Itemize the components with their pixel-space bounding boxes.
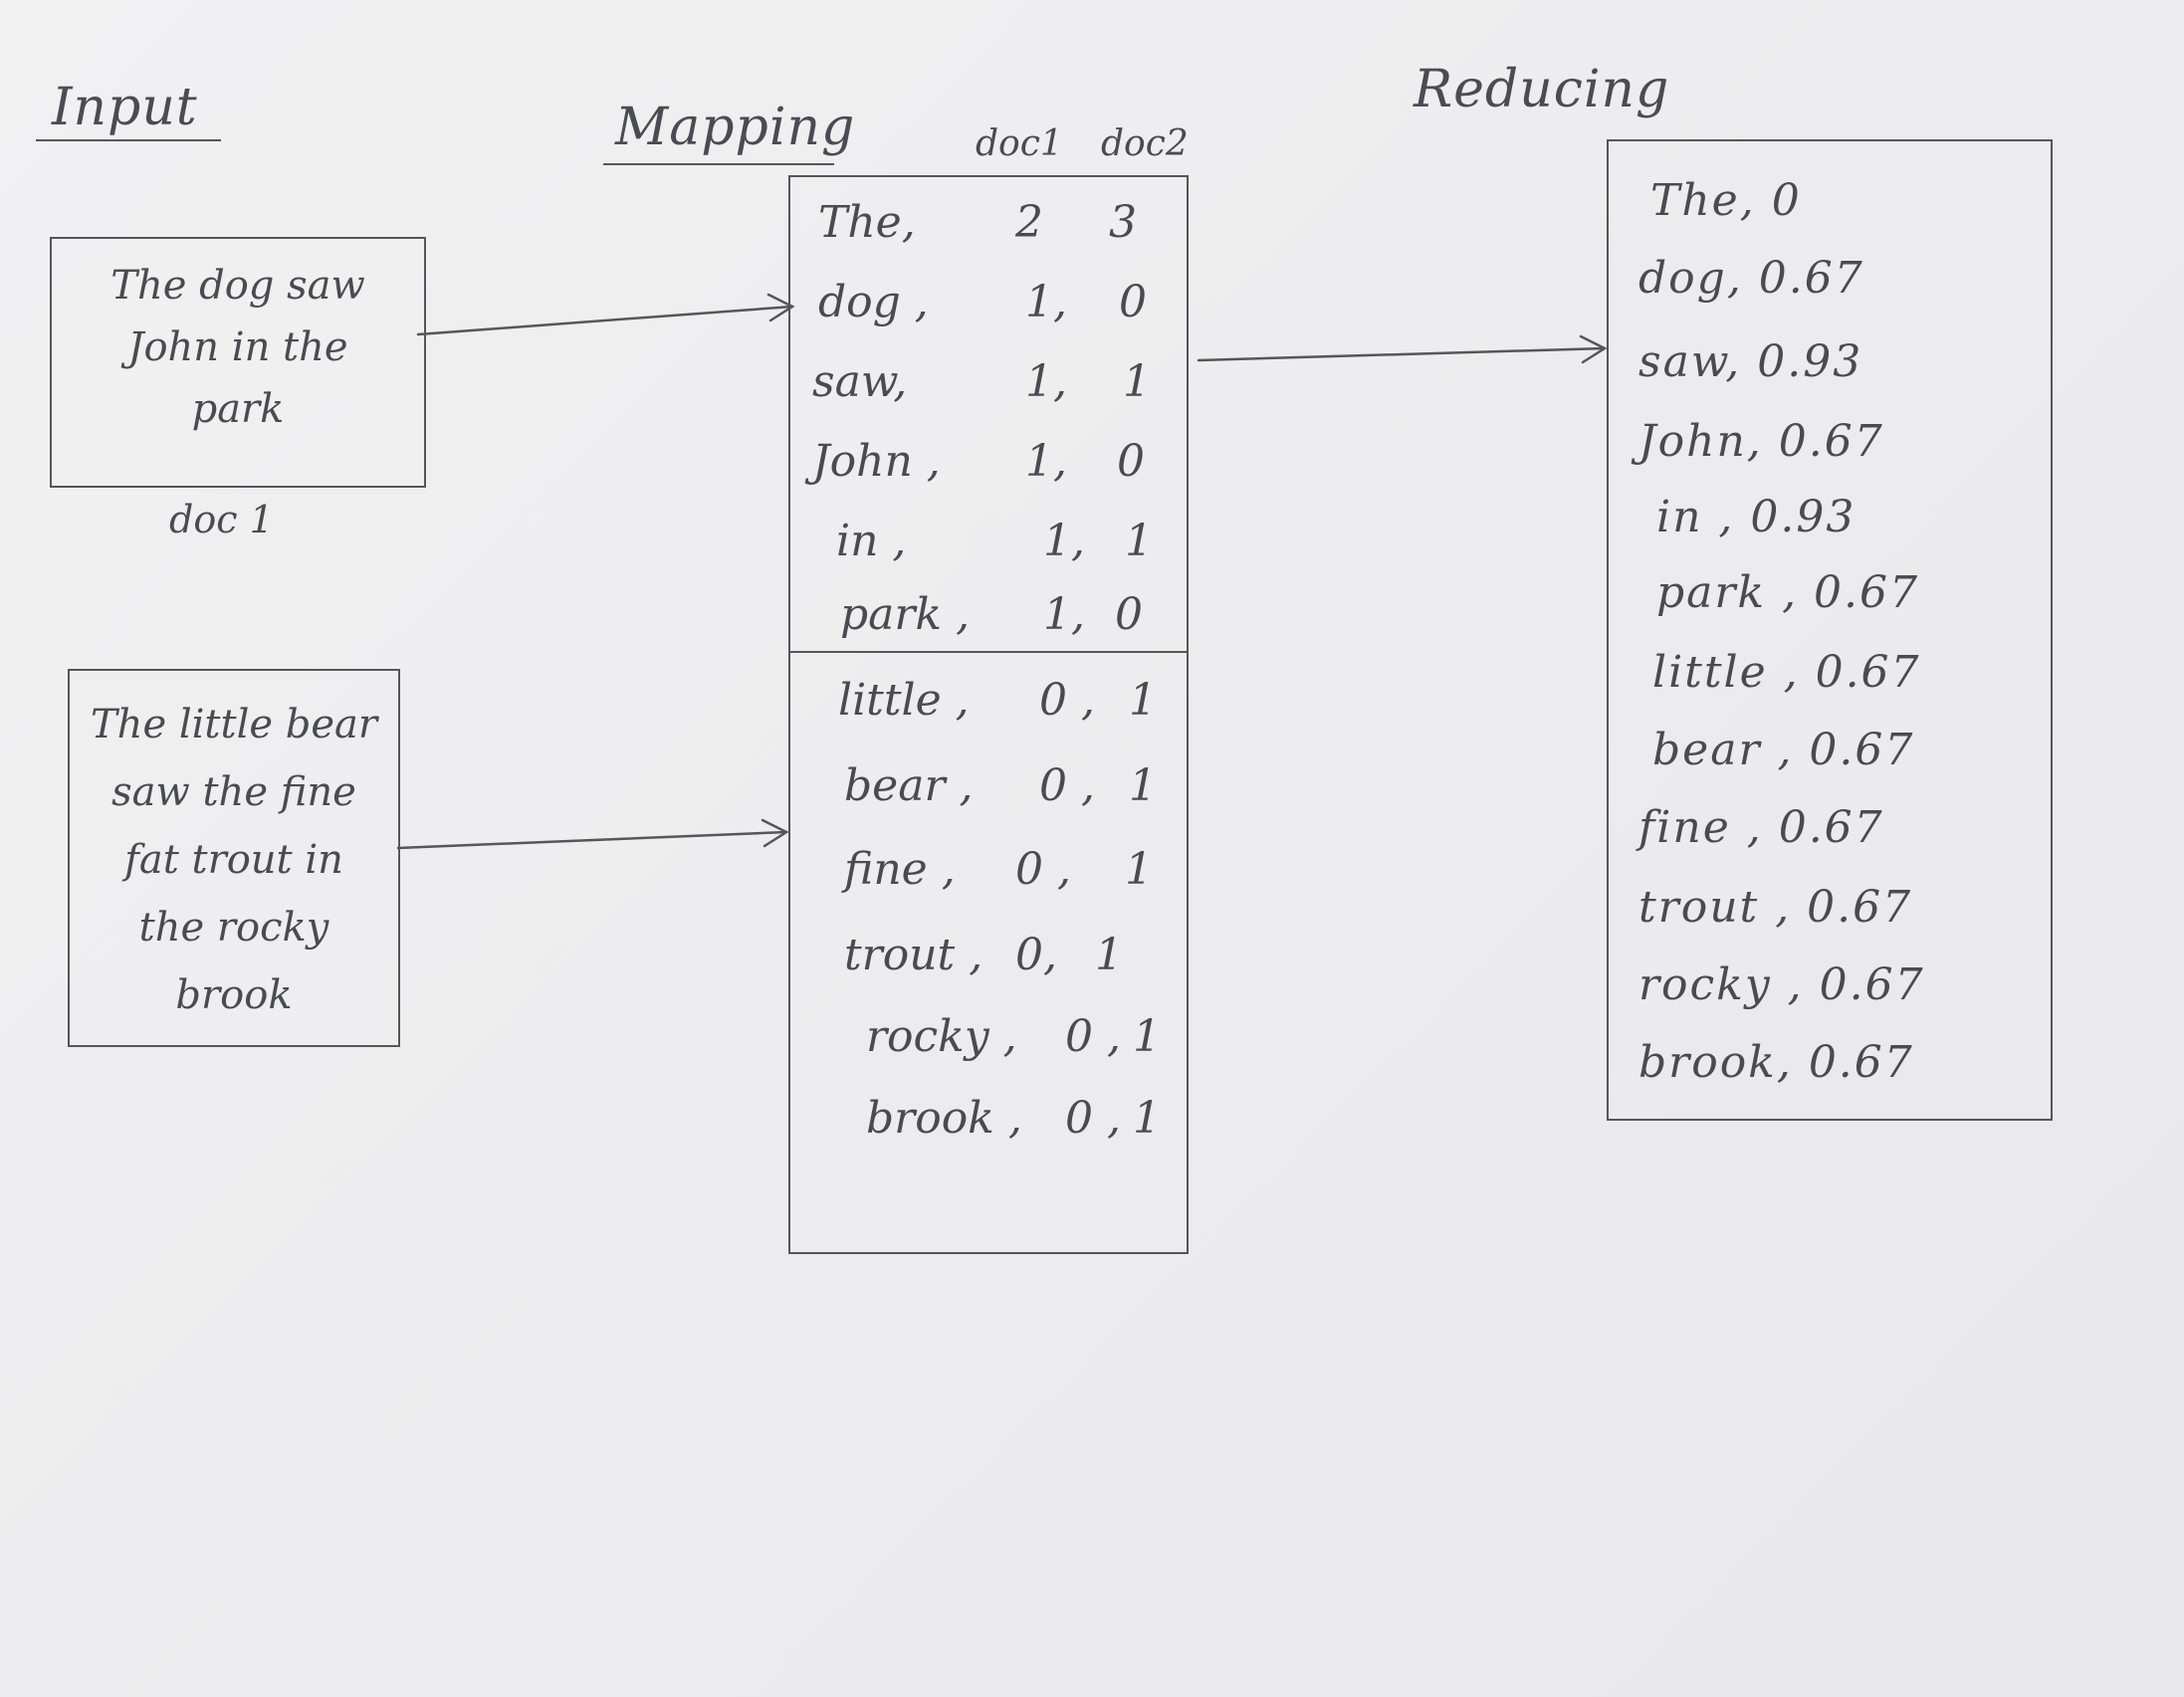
mapping-count-doc1: 1, bbox=[1043, 516, 1085, 566]
mapping-divider bbox=[790, 651, 1187, 653]
arrow-doc2-to-mapping-head bbox=[761, 818, 789, 848]
mapping-row: saw, 1, 1 bbox=[790, 356, 1187, 436]
heading-mapping-underline bbox=[603, 163, 834, 165]
mapping-row: The, 2 3 bbox=[790, 197, 1187, 277]
reducing-row: John, 0.67 bbox=[1638, 416, 1884, 467]
mapping-count-doc2: 1 bbox=[1125, 516, 1153, 566]
mapping-word: bear , bbox=[844, 760, 974, 811]
arrow-doc2-to-mapping bbox=[396, 830, 788, 850]
mapping-count-doc2: 0 bbox=[1117, 436, 1145, 487]
reducing-row: trout , 0.67 bbox=[1638, 882, 1913, 933]
arrow-doc1-to-mapping bbox=[416, 305, 794, 336]
reducing-row: fine , 0.67 bbox=[1638, 802, 1884, 853]
mapping-count-doc1: 1, bbox=[1025, 436, 1067, 487]
mapping-word: in , bbox=[836, 516, 907, 566]
document-1-line: park bbox=[191, 386, 285, 432]
reducing-row: saw, 0.93 bbox=[1638, 336, 1863, 387]
mapping-count-doc1: 1, bbox=[1025, 277, 1067, 327]
document-box-2: The little bear saw the fine fat trout i… bbox=[68, 669, 400, 1047]
mapping-count-doc1: 0 , bbox=[1065, 1011, 1121, 1062]
document-1-line: John in the bbox=[127, 324, 348, 370]
arrow-mapping-to-reducing-head bbox=[1579, 334, 1608, 364]
reducing-row: park , 0.67 bbox=[1656, 567, 1920, 618]
mapping-count-doc1: 0 , bbox=[1039, 675, 1095, 726]
mapping-count-doc2: 1 bbox=[1095, 930, 1123, 980]
mapping-count-doc1: 0 , bbox=[1015, 844, 1071, 895]
heading-input-underline bbox=[36, 139, 221, 141]
mapping-box: The, 2 3 dog , 1, 0 saw, 1, 1 John , 1, … bbox=[788, 175, 1189, 1254]
document-2-line: saw the fine bbox=[111, 769, 356, 815]
mapping-count-doc2: 1 bbox=[1133, 1093, 1161, 1144]
mapping-word: trout , bbox=[844, 930, 983, 980]
document-1-line: The dog saw bbox=[110, 263, 365, 309]
mapping-count-doc1: 2 bbox=[1015, 197, 1043, 248]
document-2-line: the rocky bbox=[138, 905, 329, 951]
mapping-count-doc2: 1 bbox=[1133, 1011, 1161, 1062]
mapping-count-doc2: 1 bbox=[1123, 356, 1151, 407]
heading-reducing: Reducing bbox=[1414, 60, 1670, 119]
mapping-row: bear , 0 , 1 bbox=[790, 760, 1187, 840]
mapping-count-doc1: 0 , bbox=[1039, 760, 1095, 811]
mapping-word: rocky , bbox=[866, 1011, 1017, 1062]
reducing-row: brook, 0.67 bbox=[1638, 1037, 1914, 1088]
mapping-row: rocky , 0 , 1 bbox=[790, 1011, 1187, 1091]
document-2-line: The little bear bbox=[91, 702, 377, 747]
mapping-count-doc2: 1 bbox=[1125, 844, 1153, 895]
document-2-line: brook bbox=[175, 972, 293, 1018]
mapping-count-doc2: 0 bbox=[1115, 589, 1143, 640]
mapping-header-doc2: doc2 bbox=[1101, 123, 1189, 164]
mapping-word: John , bbox=[812, 436, 941, 487]
heading-mapping: Mapping bbox=[615, 98, 856, 157]
mapping-word: dog , bbox=[818, 277, 929, 327]
mapping-row: brook , 0 , 1 bbox=[790, 1093, 1187, 1172]
document-2-line: fat trout in bbox=[124, 837, 343, 883]
reducing-box: The, 0 dog, 0.67 saw, 0.93 John, 0.67 in… bbox=[1607, 139, 2053, 1121]
mapping-header-doc1: doc1 bbox=[976, 123, 1063, 164]
mapping-count-doc2: 0 bbox=[1119, 277, 1147, 327]
mapping-row: dog , 1, 0 bbox=[790, 277, 1187, 356]
mapping-count-doc1: 0, bbox=[1015, 930, 1057, 980]
mapping-word: little , bbox=[838, 675, 970, 726]
mapping-row: trout , 0, 1 bbox=[790, 930, 1187, 1009]
mapping-row: in , 1, 1 bbox=[790, 516, 1187, 595]
heading-input: Input bbox=[52, 78, 198, 137]
reducing-row: The, 0 bbox=[1650, 175, 1802, 226]
mapping-count-doc2: 1 bbox=[1129, 760, 1157, 811]
mapping-row: fine , 0 , 1 bbox=[790, 844, 1187, 924]
mapping-count-doc1: 1, bbox=[1025, 356, 1067, 407]
reducing-row: little , 0.67 bbox=[1652, 647, 1921, 698]
mapping-word: brook , bbox=[866, 1093, 1022, 1144]
mapping-row: park , 1, 0 bbox=[790, 589, 1187, 669]
document-1-text: The dog saw John in the park bbox=[52, 255, 424, 440]
arrow-mapping-to-reducing bbox=[1197, 346, 1607, 362]
mapping-word: The, bbox=[818, 197, 916, 248]
mapping-word: saw, bbox=[812, 356, 908, 407]
mapping-row: little , 0 , 1 bbox=[790, 675, 1187, 754]
mapping-row: John , 1, 0 bbox=[790, 436, 1187, 516]
document-2-text: The little bear saw the fine fat trout i… bbox=[70, 691, 398, 1029]
mapping-count-doc2: 1 bbox=[1129, 675, 1157, 726]
arrow-doc1-to-mapping-head bbox=[766, 293, 795, 322]
mapping-count-doc2: 3 bbox=[1109, 197, 1137, 248]
mapping-word: fine , bbox=[844, 844, 956, 895]
mapping-word: park , bbox=[840, 589, 971, 640]
reducing-row: bear , 0.67 bbox=[1652, 725, 1915, 775]
reducing-row: dog, 0.67 bbox=[1638, 253, 1864, 304]
reducing-row: in , 0.93 bbox=[1656, 492, 1856, 542]
mapping-count-doc1: 1, bbox=[1043, 589, 1085, 640]
reducing-row: rocky , 0.67 bbox=[1638, 959, 1925, 1010]
document-1-label: doc 1 bbox=[169, 498, 274, 541]
mapping-count-doc1: 0 , bbox=[1065, 1093, 1121, 1144]
document-box-1: The dog saw John in the park bbox=[50, 237, 426, 488]
